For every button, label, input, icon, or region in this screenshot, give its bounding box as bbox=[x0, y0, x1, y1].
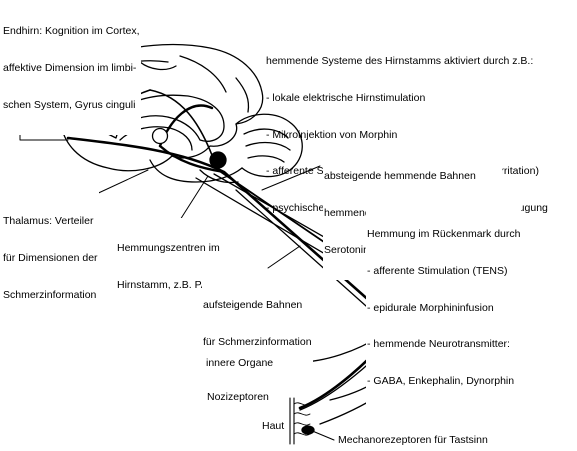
label-endhirn: Endhirn: Kognition im Cortex, affektive … bbox=[2, 1, 141, 136]
corpus-callosum bbox=[99, 94, 225, 142]
brainstem-outline bbox=[149, 159, 243, 183]
label-thalamus: Thalamus: Verteiler für Dimensionen der … bbox=[2, 191, 99, 326]
leader-absteigende bbox=[261, 165, 321, 191]
leader-aufsteigende bbox=[267, 245, 301, 269]
thalamus-neuron bbox=[151, 127, 169, 145]
label-rueckenmark: Hemmung im Rückenmark durch - afferente … bbox=[366, 204, 522, 412]
leader-thalamus bbox=[91, 169, 149, 197]
mechanoreceptor-ending bbox=[301, 425, 315, 435]
skin-outline bbox=[289, 397, 295, 445]
cerebellum-outline bbox=[235, 113, 303, 178]
label-haut: Haut bbox=[262, 420, 285, 432]
label-nozizeptoren: Nozizeptoren bbox=[206, 391, 270, 404]
label-innere-organe: innere Organe bbox=[205, 357, 275, 370]
brainstem-neuron bbox=[209, 151, 227, 169]
leader-hemmungszentren bbox=[179, 175, 209, 221]
label-aufsteigende-bahnen: aufsteigende Bahnen für Schmerzinformati… bbox=[202, 275, 313, 373]
label-mechanorezeptoren: Mechanorezeptoren für Tastsinn bbox=[338, 434, 488, 446]
